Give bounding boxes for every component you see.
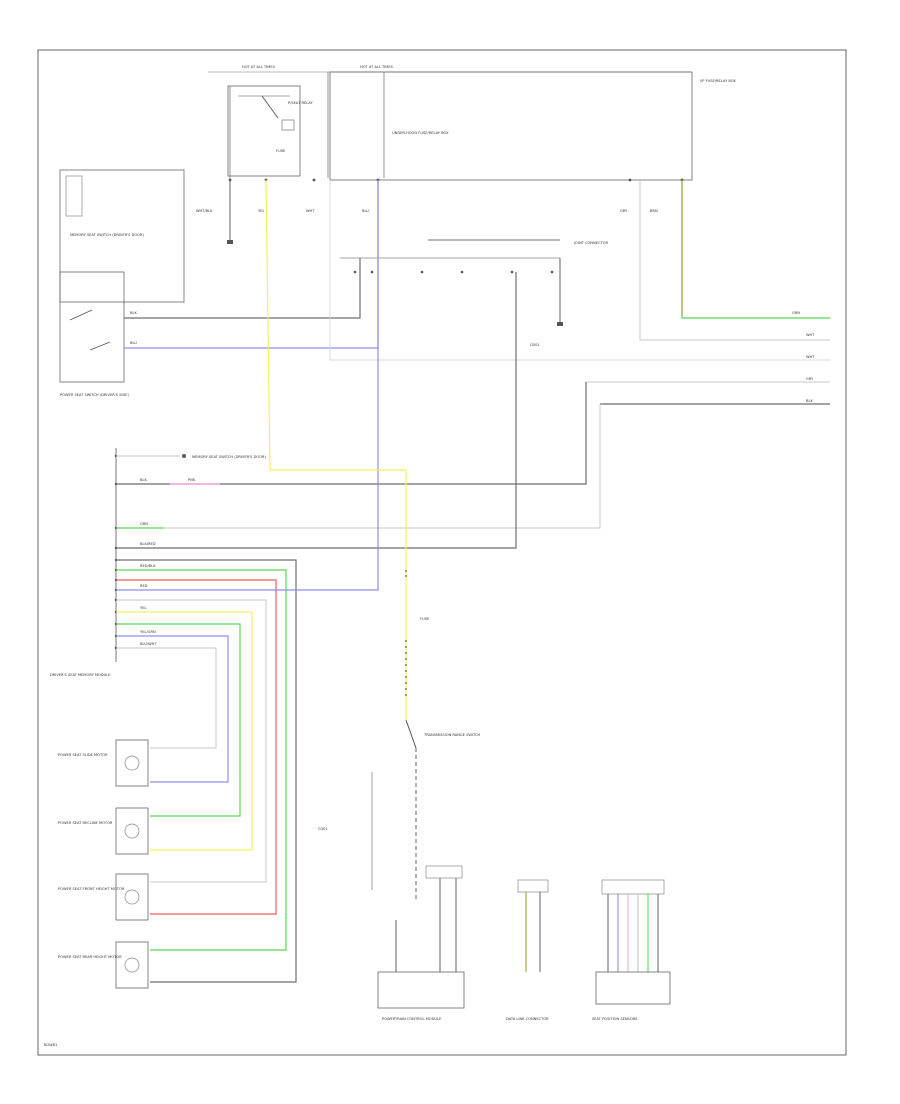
wire-label-grn-2: GRN xyxy=(140,522,148,526)
transmission-switch-icon xyxy=(405,719,417,749)
junction-label: JOINT CONNECTOR xyxy=(573,241,608,245)
hot-label-1: HOT AT ALL TIMES xyxy=(242,65,276,69)
wire-label-pnk: PNK xyxy=(188,478,196,482)
diagram-frame xyxy=(37,49,847,1056)
driver-seat-module-label: DRIVER'S SEAT MEMORY MODULE xyxy=(50,673,111,677)
wire-motor4-green xyxy=(116,569,287,951)
wire-module-blue-up xyxy=(116,180,379,591)
relay-box xyxy=(227,85,301,177)
power-seat-switch-box xyxy=(59,271,125,383)
wire-label-brn: BRN xyxy=(650,209,658,213)
wire-module-black xyxy=(116,382,587,485)
wire-label-blu: BLU xyxy=(362,209,369,213)
svg-text:POWER SEAT REAR HEIGHT MOTOR: POWER SEAT REAR HEIGHT MOTOR xyxy=(58,955,122,959)
wire-motor3-red xyxy=(116,579,277,915)
memory-switch-box xyxy=(59,169,185,303)
ground-label-g501: G501 xyxy=(530,343,540,347)
wire-label-blk-1: BLK xyxy=(130,311,137,315)
seat-motor-2: POWER SEAT RECLINE MOTOR xyxy=(58,807,149,855)
hot-label-2: HOT AT ALL TIMES xyxy=(360,65,394,69)
wire-label-blu-1: BLU xyxy=(130,341,137,345)
seat-motor-4: POWER SEAT REAR HEIGHT MOTOR xyxy=(58,941,149,989)
motor-icon-1 xyxy=(124,755,140,771)
power-seat-switch-label: POWER SEAT SWITCH (DRIVER'S SIDE) xyxy=(60,393,130,397)
wire-label-yel-2: YEL xyxy=(140,606,146,610)
wire-label-wht-r2: WHT xyxy=(806,355,815,359)
relay-coil-icon xyxy=(281,119,295,131)
wire-label-gry-r: GRY xyxy=(806,377,814,381)
motor-icon-3 xyxy=(124,889,140,905)
svg-text:POWERTRAIN CONTROL MODULE: POWERTRAIN CONTROL MODULE xyxy=(382,1017,442,1021)
powertrain-control-module: POWERTRAIN CONTROL MODULE xyxy=(377,865,465,1021)
svg-text:DATA LINK CONNECTOR: DATA LINK CONNECTOR xyxy=(506,1017,549,1021)
connector-icon-top xyxy=(182,454,186,458)
wire-right-gray-2 xyxy=(329,180,830,361)
wire-motor2-yellow xyxy=(116,611,253,851)
memory-switch-ref: MEMORY SEAT SWITCH (DRIVER'S DOOR) xyxy=(192,455,266,459)
wire-right-gray-1 xyxy=(639,180,830,341)
wire-label-blk-r: BLK xyxy=(806,399,813,403)
motor-icon-4 xyxy=(124,957,140,973)
motor-icon-2 xyxy=(124,823,140,839)
wire-label-blu-wht: BLU/WHT xyxy=(140,642,157,646)
svg-text:SEAT POSITION SENSORS: SEAT POSITION SENSORS xyxy=(592,1017,638,1021)
wire-label-gry-top: GRY xyxy=(620,209,628,213)
ground-label-g301: G301 xyxy=(318,827,328,831)
transmission-label: TRANSMISSION RANGE SWITCH xyxy=(423,733,481,737)
switch-contact-icon-2 xyxy=(89,341,111,351)
svg-text:POWER SEAT RECLINE MOTOR: POWER SEAT RECLINE MOTOR xyxy=(58,821,113,825)
wire-right-green xyxy=(681,180,830,319)
wire-switch-black xyxy=(124,258,361,319)
wire-label-grn-right: GRN xyxy=(792,311,800,315)
wire-label-red-blk: RED/BLK xyxy=(140,564,156,568)
wire-motor3-gray xyxy=(116,599,267,883)
wire-label-wht-blk: WHT/BLK xyxy=(196,209,213,213)
data-link-connector: DATA LINK CONNECTOR xyxy=(506,879,549,1021)
relay-switch-icon xyxy=(261,95,279,119)
wire-label-red: RED xyxy=(140,584,148,588)
svg-text:POWER SEAT SLIDE MOTOR: POWER SEAT SLIDE MOTOR xyxy=(58,753,108,757)
wire-label-yel-grn: YEL/GRN xyxy=(140,630,156,634)
wire-label-yel: YEL xyxy=(258,209,264,213)
seat-position-sensors: SEAT POSITION SENSORS xyxy=(592,879,671,1021)
wire-motor1-blue xyxy=(116,635,229,783)
wire-label-blk-red: BLK/RED xyxy=(140,542,156,546)
fuse-ref-center: FUSE xyxy=(420,617,430,621)
wire-module-black-2 xyxy=(116,272,517,549)
ground-icon-1 xyxy=(227,240,233,244)
junction-pins xyxy=(353,270,554,274)
svg-text:POWER SEAT FRONT HEIGHT MOTOR: POWER SEAT FRONT HEIGHT MOTOR xyxy=(58,887,125,891)
fuse-label: FUSE xyxy=(276,149,286,153)
wire-switch-blue xyxy=(124,180,379,349)
ip-fuse-box-label: I/P FUSE/RELAY BOX xyxy=(700,79,736,83)
wire-motor2-green xyxy=(116,623,241,817)
wire-motor4-black xyxy=(116,559,297,983)
wire-label-blk-2: BLK xyxy=(140,478,147,482)
seat-motor-1: POWER SEAT SLIDE MOTOR xyxy=(58,739,149,787)
seat-motor-3: POWER SEAT FRONT HEIGHT MOTOR xyxy=(58,873,149,921)
switch-contact-icon-1 xyxy=(69,309,93,321)
memory-switch-label: MEMORY SEAT SWITCH (DRIVER'S DOOR) xyxy=(70,233,144,237)
ground-icon-2 xyxy=(557,322,563,326)
wire-label-wht: WHT xyxy=(306,209,315,213)
relay-label: P/SEAT RELAY xyxy=(288,101,313,105)
wire-yellow-main xyxy=(265,179,407,720)
wire-module-gray xyxy=(164,404,601,529)
footer-code: BGW81 xyxy=(44,1043,57,1047)
fuse-relay-box xyxy=(329,71,693,181)
wire-motor1-gray xyxy=(116,647,217,749)
fuse-block-label: UNDER-HOOD FUSE/RELAY BOX xyxy=(392,131,449,135)
wire-label-wht-r1: WHT xyxy=(806,333,815,337)
